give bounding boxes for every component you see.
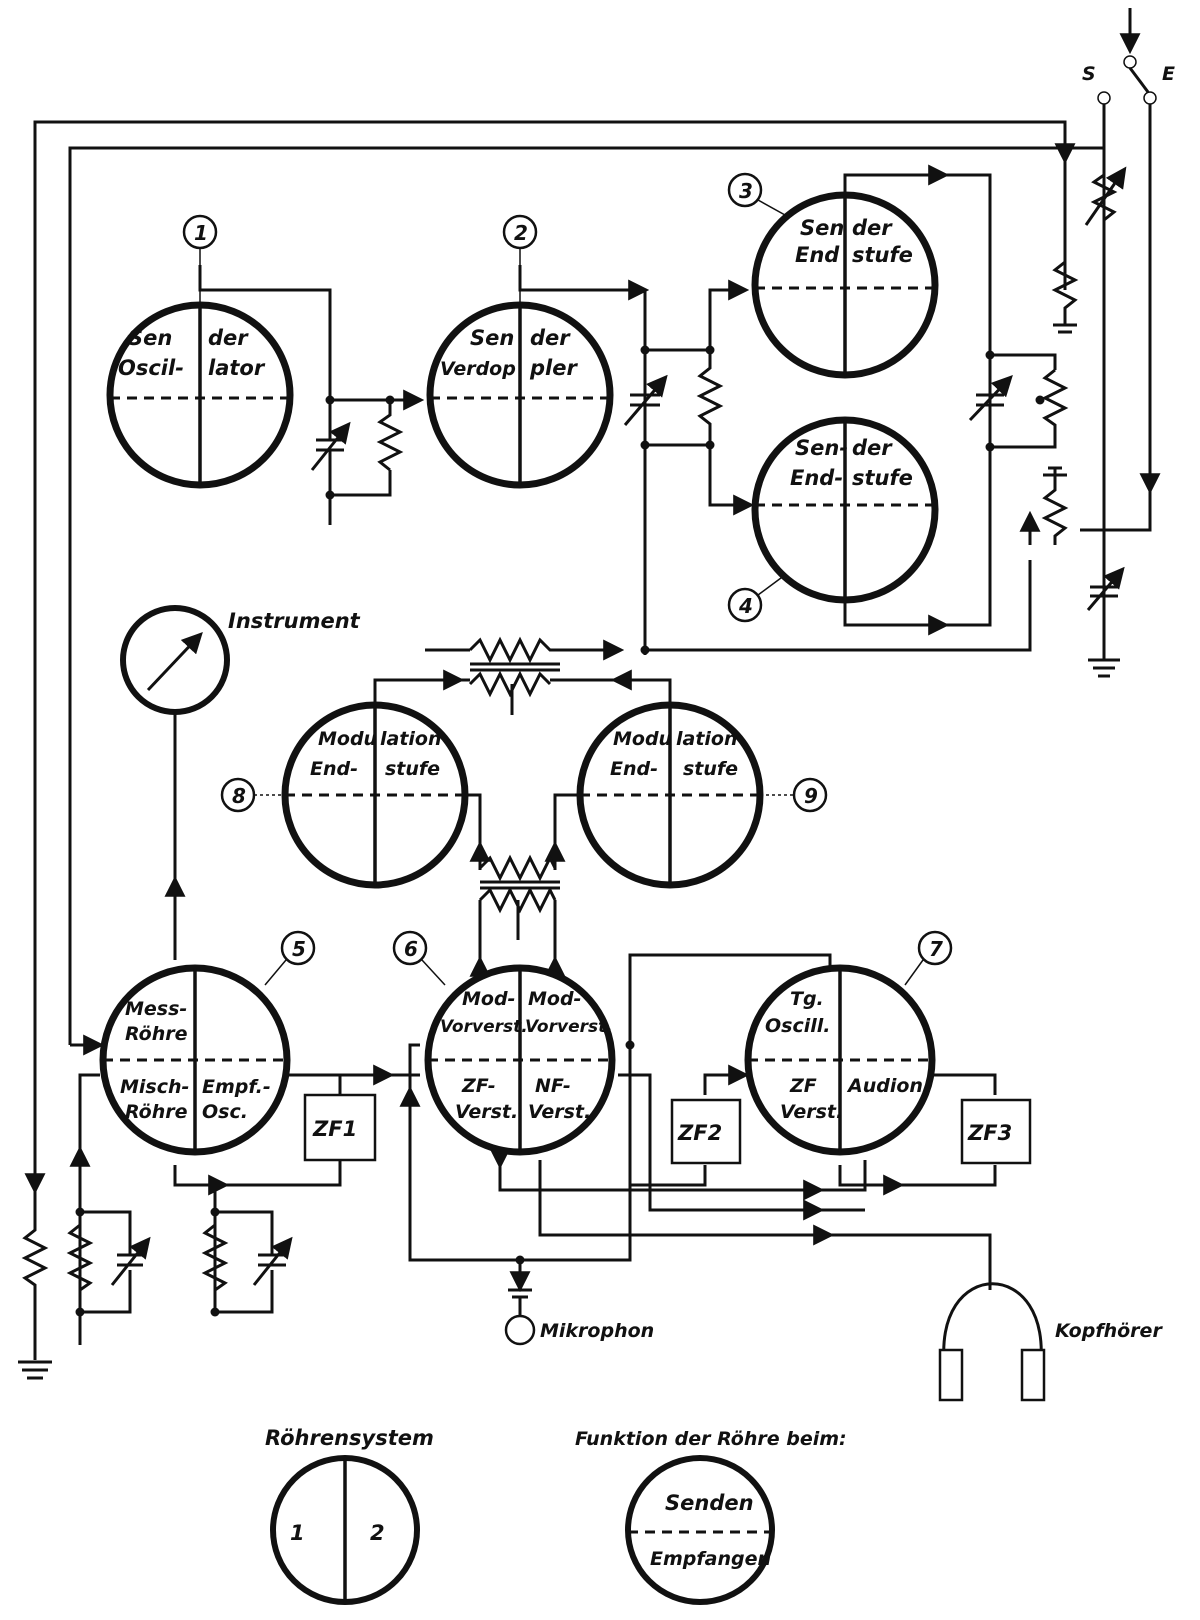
tube-1-label: der [208, 326, 249, 350]
tube-6: Mod- Vorverst. Mod- Vorverst. ZF- Verst.… [392, 930, 616, 1156]
switch-e-label: E [1162, 63, 1175, 85]
tube-9: Modu lation End- stufe 9 [576, 701, 828, 889]
tube-8: Modu lation End- stufe 8 [220, 701, 469, 889]
legend-function-empfangen: Empfangen [650, 1548, 771, 1570]
legend-tube-system: Röhrensystem 1 2 [265, 1426, 434, 1605]
tube-3-label: Sen [800, 216, 844, 240]
zf2-label: ZF2 [677, 1121, 722, 1145]
tube-5-label: Osc. [202, 1101, 248, 1123]
tube-1-label: lator [208, 356, 266, 380]
zf2-box: ZF2 [670, 1098, 742, 1165]
tube-7-number: 7 [929, 937, 943, 961]
zf3-box: ZF3 [960, 1098, 1032, 1165]
tube-2-label: Sen [470, 326, 514, 350]
zf3-label: ZF3 [967, 1121, 1012, 1145]
wiring [18, 104, 1161, 1402]
tube-2-number: 2 [514, 221, 528, 245]
tube-9-label: lation [676, 728, 738, 750]
tube-6-label: Mod- [462, 988, 515, 1010]
tube-5: Mess- Röhre Misch- Röhre Empf.- Osc. 5 [99, 930, 316, 1156]
tube-7-label: Tg. [790, 988, 824, 1010]
legend-function-senden: Senden [665, 1491, 754, 1515]
tube-6-label: ZF- [461, 1075, 496, 1097]
tube-9-label: End- [610, 758, 658, 780]
tube-6-label: Verst. [528, 1101, 591, 1123]
tube-8-label: Modu [318, 728, 377, 750]
tube-7-label: Audion [846, 1075, 923, 1097]
switch-s-label: S [1082, 63, 1096, 85]
tube-3-label: stufe [852, 243, 913, 267]
tube-7-label: Oscill. [765, 1015, 830, 1037]
instrument-meter: Instrument [120, 605, 361, 715]
zf1-label: ZF1 [312, 1117, 357, 1141]
tube-5-label: Mess- [125, 998, 187, 1020]
tube-6-label: Mod- [528, 988, 581, 1010]
tube-1: Sen der Oscil- lator 1 [106, 214, 294, 489]
tube-5-number: 5 [292, 937, 306, 961]
tube-5-label: Empf.- [202, 1076, 271, 1098]
tube-4-label: der [852, 436, 893, 460]
tube-6-label: Verst. [455, 1101, 518, 1123]
tube-8-label: lation [380, 728, 442, 750]
tube-2-label: der [530, 326, 571, 350]
tube-6-label: NF- [535, 1075, 571, 1097]
mikrophon-label: Mikrophon [540, 1320, 654, 1342]
tube-2-label: Verdop [440, 358, 516, 380]
tube-7-label: Verst. [780, 1101, 843, 1123]
tube-3: Sen der End stufe 3 [727, 172, 939, 379]
tube-9-label: Modu [613, 728, 672, 750]
tube-4-label: stufe [852, 466, 913, 490]
legend-function-title: Funktion der Röhre beim: [575, 1428, 847, 1450]
tube-8-number: 8 [232, 784, 246, 808]
microphone: Mikrophon [504, 1298, 654, 1346]
tube-5-label: Röhre [125, 1101, 188, 1123]
tube-3-label: der [852, 216, 893, 240]
tube-5-label: Misch- [120, 1076, 189, 1098]
tube-4: Sen- der End- stufe 4 [727, 416, 939, 623]
tube-2-label: pler [529, 356, 578, 380]
tube-6-label: Vorverst. [525, 1017, 613, 1037]
legend-system-title: Röhrensystem [265, 1426, 434, 1450]
legend-system-right: 2 [370, 1521, 385, 1545]
tube-3-number: 3 [739, 179, 753, 203]
legend-system-left: 1 [290, 1521, 305, 1545]
tube-4-number: 4 [738, 594, 753, 618]
tube-9-number: 9 [804, 784, 818, 808]
tube-5-label: Röhre [125, 1023, 188, 1045]
kopfhoerer-label: Kopfhörer [1055, 1320, 1163, 1342]
tube-6-label: Vorverst. [440, 1017, 528, 1037]
zf1-box: ZF1 [303, 1093, 377, 1162]
tube-8-label: End- [310, 758, 358, 780]
tube-6-number: 6 [404, 937, 418, 961]
tube-2: Sen der Verdop pler 2 [426, 214, 614, 489]
tube-7-label: ZF [789, 1075, 817, 1097]
tube-1-number: 1 [194, 221, 208, 245]
tube-9-label: stufe [683, 758, 738, 780]
tube-8-label: stufe [385, 758, 440, 780]
tube-1-label: Sen [128, 326, 172, 350]
instrument-label: Instrument [228, 609, 361, 633]
tube-1-label: Oscil- [118, 356, 184, 380]
tube-4-label: Sen- [795, 436, 848, 460]
tube-7: Tg. Oscill. ZF Verst. Audion 7 [744, 930, 953, 1156]
legend-tube-function: Funktion der Röhre beim: Senden Empfange… [575, 1428, 847, 1605]
tube-3-label: End [795, 243, 840, 267]
antenna-switch: S E [1082, 8, 1175, 105]
tube-4-label: End- [790, 466, 843, 490]
